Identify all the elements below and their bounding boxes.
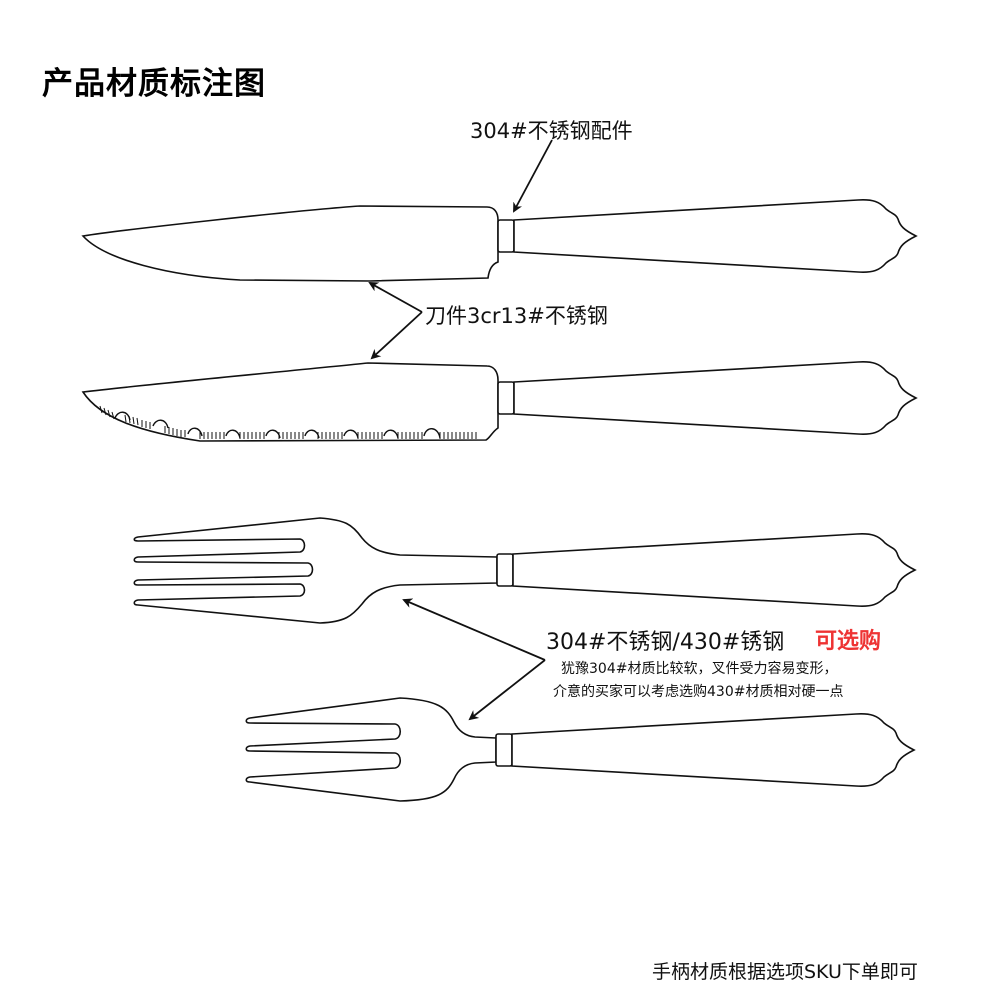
knife-handle — [497, 361, 917, 435]
blade-arrow-upper — [368, 282, 422, 312]
fittings-material-label: 304#不锈钢配件 — [470, 119, 633, 143]
fork-arrow-lower — [468, 660, 545, 721]
fork-material-label: 304#不锈钢/430#锈钢 — [546, 630, 785, 655]
serration-scallops — [115, 412, 440, 438]
page-title: 产品材质标注图 — [42, 66, 266, 102]
annotation-arrows — [368, 140, 552, 721]
steak-knife-serrated — [83, 361, 917, 441]
fork-note-line-2: 介意的买家可以考虑选购430#材质相对硬一点 — [553, 684, 844, 700]
dinner-fork — [134, 518, 916, 623]
fork-arrow-upper — [402, 598, 545, 660]
knife-blade-serrated — [83, 363, 498, 441]
fittings-arrow — [513, 140, 552, 213]
optional-purchase-badge: 可选购 — [815, 629, 882, 654]
handle-material-footer-note: 手柄材质根据选项SKU下单即可 — [652, 961, 918, 983]
fork-handle — [495, 713, 915, 787]
knife-handle — [497, 199, 917, 273]
fork-note-line-1: 犹豫304#材质比较软，叉件受力容易变形， — [561, 661, 838, 677]
blade-arrow-lower — [370, 312, 422, 360]
pastry-fork — [246, 698, 915, 801]
fork-head-3-tines — [246, 698, 496, 801]
steak-knife-plain — [83, 199, 917, 281]
blade-material-label: 刀件3cr13#不锈钢 — [425, 304, 608, 328]
fork-head-4-tines — [134, 518, 497, 623]
knife-blade-plain — [83, 206, 498, 281]
fork-handle — [496, 533, 916, 607]
